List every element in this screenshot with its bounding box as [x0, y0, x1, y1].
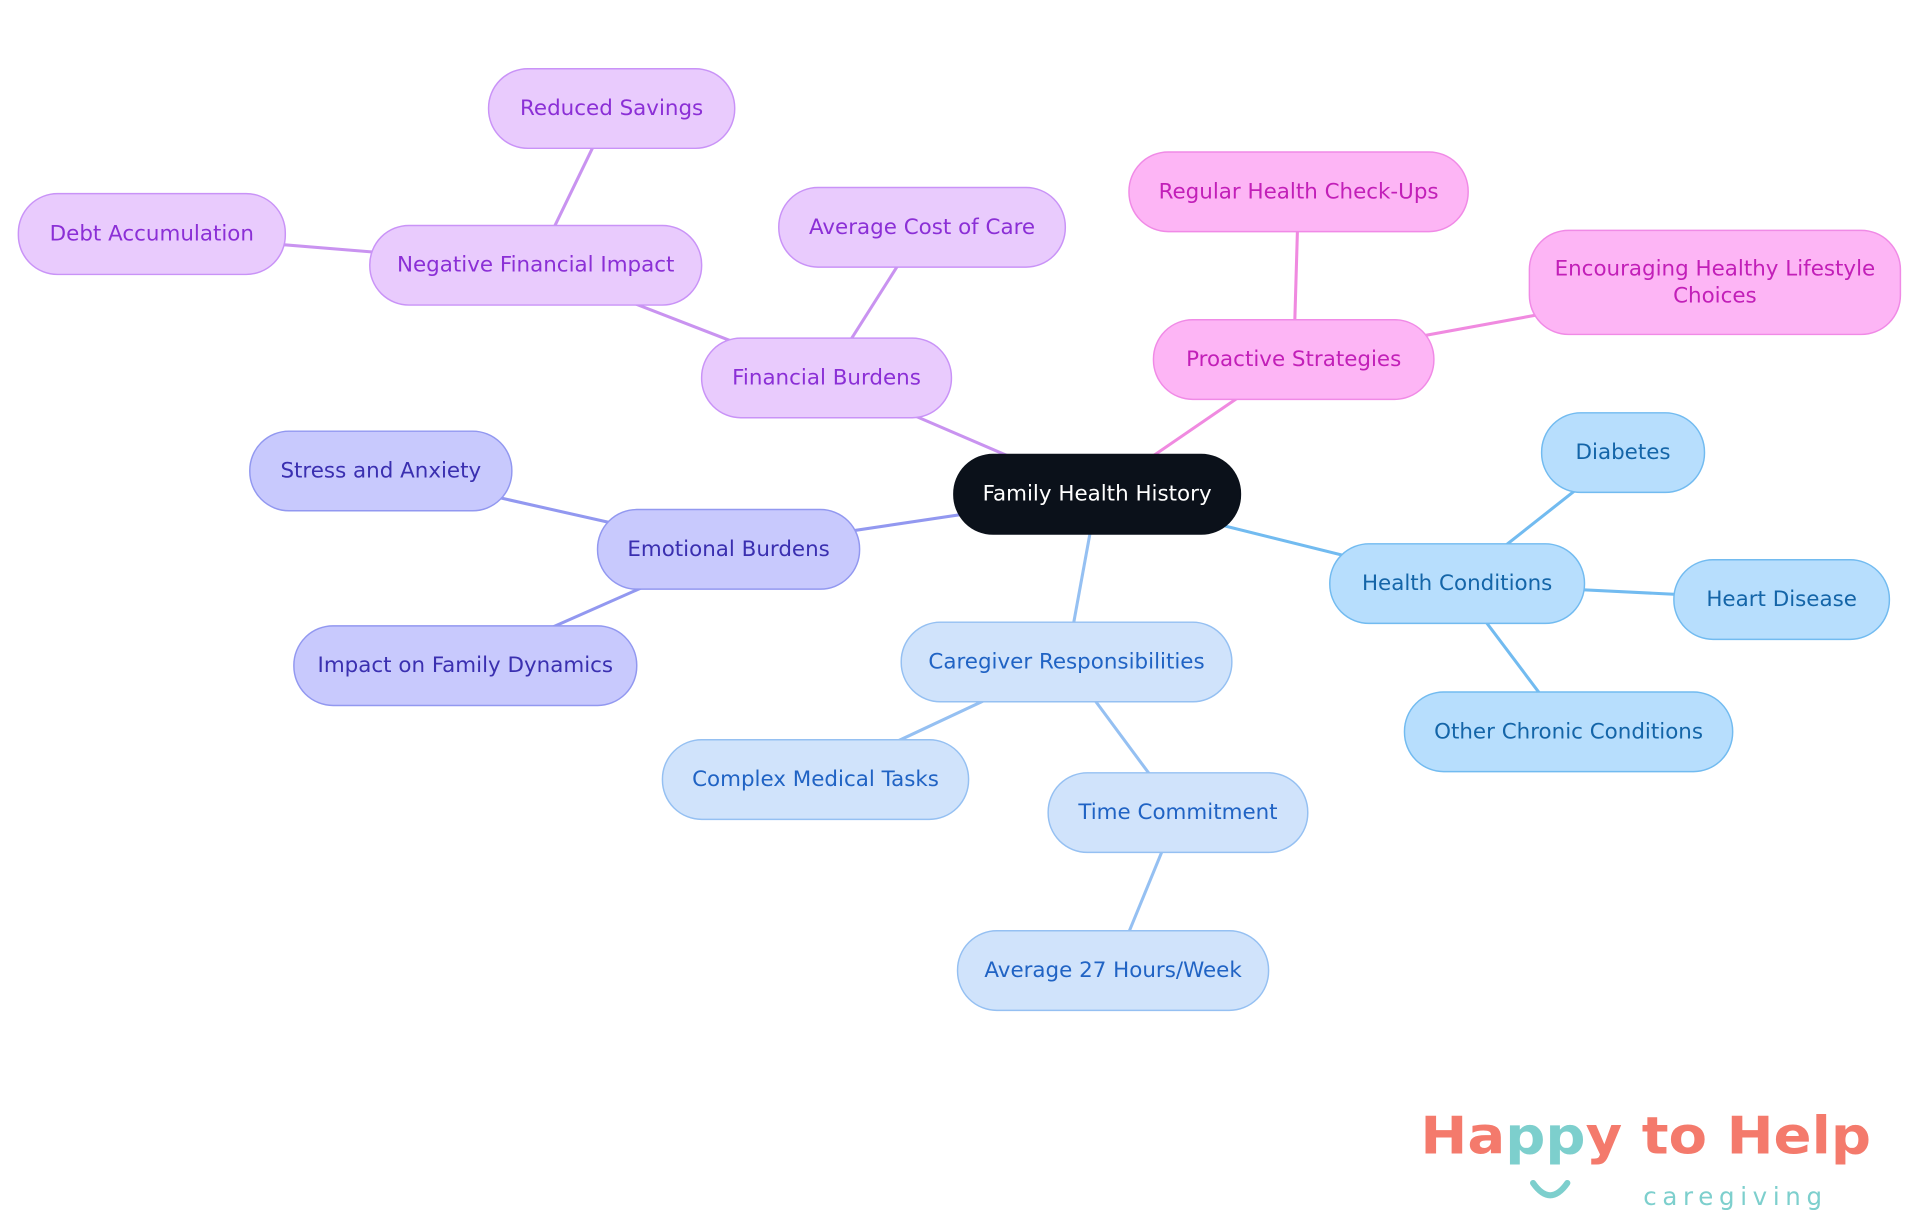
node-shape	[900, 621, 1233, 703]
smile-icon	[1530, 1179, 1571, 1199]
node-label: Regular Health Check-Ups	[1159, 179, 1439, 204]
node-sav[interactable]: Reduced Savings	[487, 67, 736, 150]
node-shape	[487, 67, 736, 150]
node-shape	[1673, 559, 1891, 641]
node-shape	[249, 430, 513, 512]
node-label: Health Conditions	[1362, 571, 1552, 596]
node-label: Average Cost of Care	[809, 215, 1035, 240]
node-shape	[700, 337, 953, 419]
node-shape	[1047, 772, 1309, 854]
node-shape	[956, 930, 1270, 1012]
node-time[interactable]: Time Commitment	[1047, 772, 1309, 854]
node-shape	[596, 508, 861, 590]
node-shape	[1540, 412, 1706, 494]
node-str[interactable]: Stress and Anxiety	[249, 430, 513, 512]
node-cmt[interactable]: Complex Medical Tasks	[661, 739, 970, 821]
node-shape	[778, 186, 1067, 268]
node-label: Diabetes	[1576, 440, 1671, 465]
node-cost[interactable]: Average Cost of Care	[778, 186, 1067, 268]
node-shape	[1152, 319, 1435, 401]
node-shape	[1403, 691, 1734, 773]
node-label-line: Encouraging Healthy Lifestyle	[1555, 256, 1876, 281]
node-label: Caregiver Responsibilities	[928, 649, 1204, 674]
node-chk[interactable]: Regular Health Check-Ups	[1128, 151, 1469, 233]
node-label: Impact on Family Dynamics	[318, 653, 614, 678]
node-label: Other Chronic Conditions	[1434, 719, 1703, 744]
node-label: Financial Burdens	[732, 365, 921, 390]
node-label: Time Commitment	[1077, 800, 1277, 825]
node-oth[interactable]: Other Chronic Conditions	[1403, 691, 1734, 773]
node-label: Average 27 Hours/Week	[984, 958, 1242, 983]
node-shape	[369, 224, 703, 306]
node-label: Heart Disease	[1706, 587, 1857, 612]
node-label: Family Health History	[983, 482, 1212, 507]
node-shape	[1128, 151, 1469, 233]
node-label: Proactive Strategies	[1186, 347, 1401, 372]
node-shape	[1528, 229, 1902, 336]
node-label: Debt Accumulation	[50, 222, 254, 247]
node-emo[interactable]: Emotional Burdens	[596, 508, 861, 590]
logo-subtitle: caregiving	[1643, 1182, 1822, 1211]
node-label: Complex Medical Tasks	[692, 767, 939, 792]
node-care[interactable]: Caregiver Responsibilities	[900, 621, 1233, 703]
node-fam[interactable]: Impact on Family Dynamics	[293, 625, 638, 707]
node-label: Reduced Savings	[520, 96, 703, 121]
node-debt[interactable]: Debt Accumulation	[17, 192, 287, 276]
node-hc[interactable]: Health Conditions	[1329, 543, 1586, 625]
node-label: Stress and Anxiety	[280, 458, 481, 483]
node-fin[interactable]: Financial Burdens	[700, 337, 953, 419]
node-root[interactable]: Family Health History	[953, 453, 1242, 535]
node-neg[interactable]: Negative Financial Impact	[369, 224, 703, 306]
node-shape	[1329, 543, 1586, 625]
node-label: Emotional Burdens	[627, 537, 830, 562]
node-label: Negative Financial Impact	[397, 253, 674, 278]
node-heart[interactable]: Heart Disease	[1673, 559, 1891, 641]
node-hrs[interactable]: Average 27 Hours/Week	[956, 930, 1270, 1012]
node-shape	[293, 625, 638, 707]
node-label-line: Choices	[1673, 283, 1757, 308]
node-shape	[17, 192, 287, 276]
node-shape	[661, 739, 970, 821]
node-pro[interactable]: Proactive Strategies	[1152, 319, 1435, 401]
node-dia[interactable]: Diabetes	[1540, 412, 1706, 494]
node-shape	[953, 453, 1242, 535]
